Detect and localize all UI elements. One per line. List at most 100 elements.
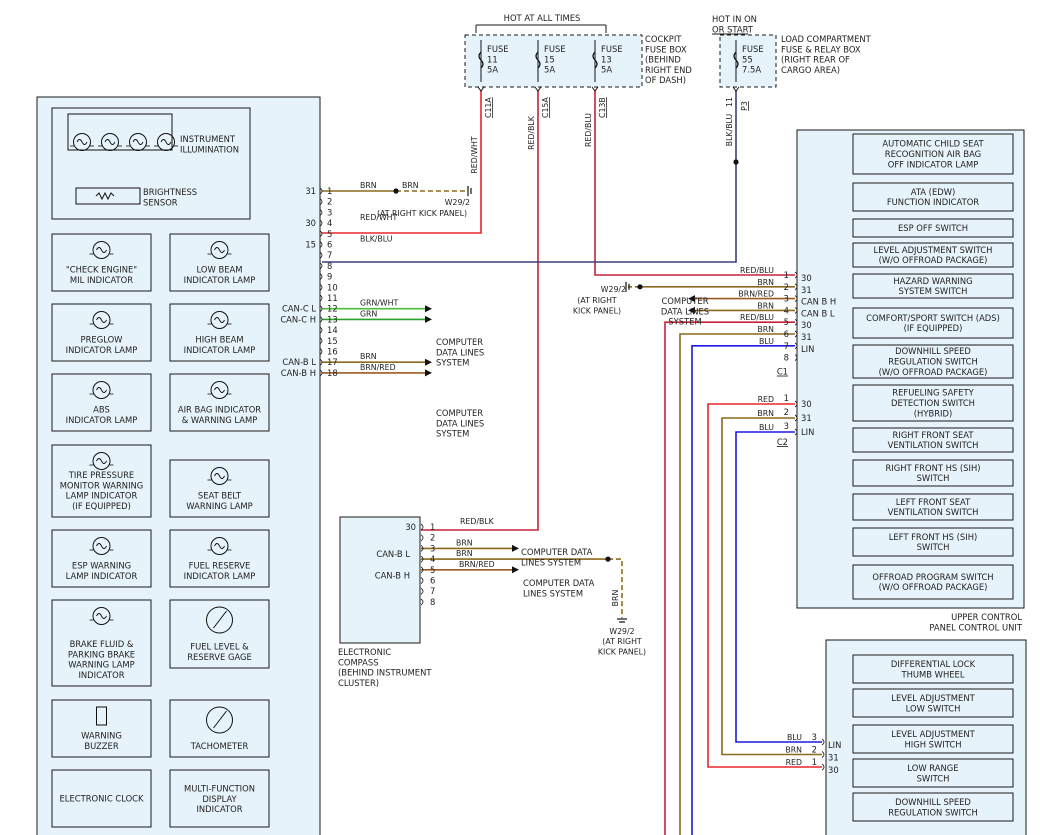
arrow-icon (512, 566, 519, 574)
ground-label: (AT RIGHT (602, 637, 642, 646)
ground-label: W29/2 (609, 627, 634, 636)
pin-number: 6 (784, 329, 789, 339)
terminal-label: CAN-B L (282, 357, 316, 367)
computer-data-lines-label: LINES SYSTEM (523, 588, 583, 598)
bulb-filament (96, 613, 107, 619)
cluster-component-label: TIRE PRESSURE (68, 470, 134, 480)
upper-switch-label: SWITCH (917, 542, 950, 552)
pin-number: 3 (784, 421, 789, 431)
terminal-label: 31 (801, 413, 812, 423)
wire-label: GRN/WHT (360, 299, 398, 308)
resistor-icon (95, 191, 115, 201)
terminal-label: CAN B L (801, 308, 835, 318)
pin-number: 9 (327, 272, 332, 282)
bulb-outline (92, 381, 111, 399)
wire-label: RED/BLU (740, 313, 774, 322)
wire-label: RED/BLK (527, 115, 536, 150)
gauge-needle (213, 710, 227, 729)
bulb-outline (210, 537, 229, 555)
pin-connector (319, 187, 323, 195)
pin-connector (420, 587, 424, 595)
connector-c2-label: C2 (777, 437, 788, 447)
upper-switch-box (852, 242, 1014, 268)
pin-number: 2 (784, 407, 789, 417)
pin-connector (319, 283, 323, 291)
pin-connector (821, 751, 825, 758)
wire-label: BLK/BLU (725, 113, 734, 146)
upper-switch-box (852, 384, 1014, 422)
wire-red (707, 403, 822, 768)
pin-number: 12 (327, 304, 338, 314)
cluster-component-box (169, 303, 270, 362)
wire-label: RED/BLK (460, 517, 495, 526)
pin-number: 5 (430, 565, 435, 575)
pin-number: 2 (812, 745, 817, 755)
cluster-component-box (169, 769, 270, 828)
indicator-bulb-icon (207, 537, 232, 555)
pin-number: 3 (327, 207, 332, 217)
upper-switch-label: DOWNHILL SPEED (895, 346, 971, 356)
pin-number: 1 (784, 270, 789, 280)
fuse-label: 5A (544, 65, 555, 75)
upper-unit-name: PANEL CONTROL UNIT (929, 622, 1023, 632)
wire-label: BLU (759, 423, 774, 432)
wire-brn (679, 333, 795, 835)
cluster-component-box (169, 233, 270, 292)
indicator-bulb-icon (89, 381, 114, 399)
cluster-component-label: "CHECK ENGINE" (66, 265, 137, 275)
indicator-bulb-icon (207, 241, 232, 259)
terminal-label: CAN-B H (375, 571, 410, 581)
wire-brn (608, 558, 623, 618)
cluster-component-label: PREGLOW (81, 335, 123, 345)
pin-label: 11 (725, 97, 734, 107)
load-fuse-box-label: CARGO AREA) (781, 65, 840, 75)
cluster-component-label: MIL INDICATOR (70, 275, 133, 285)
upper-switch-label: (HYBRID) (914, 408, 952, 418)
bulb-outline (210, 381, 229, 399)
cluster-component-label: INDICATOR LAMP (66, 415, 138, 425)
cluster-component-label: LOW BEAM (197, 265, 243, 275)
ground-label: W29/2 (601, 285, 626, 294)
wire-label: BLK/BLU (360, 235, 393, 244)
upper-switch-label: RECOGNITION AIR BAG (885, 149, 981, 159)
pin-number: 1 (784, 393, 789, 403)
wire-red-blu (664, 321, 795, 835)
wire-label: RED/BLU (740, 266, 774, 275)
pin-number: 1 (812, 757, 817, 767)
indicator-bulb-icon (89, 452, 114, 470)
cluster-component-label: LAMP INDICATOR (66, 491, 138, 501)
cluster-component-label: WARNING (81, 731, 122, 741)
upper-switch-label: SYSTEM SWITCH (899, 286, 968, 296)
bulb-filament (76, 139, 88, 145)
pin-connector (319, 316, 323, 323)
wire-blk-blu (322, 91, 737, 263)
cluster-component-label: (IF EQUIPPED) (72, 501, 131, 511)
cluster-component-label: MONITOR WARNING (60, 480, 144, 490)
bulb-filament (214, 317, 225, 323)
pin-connector (420, 577, 424, 584)
bulb-filament (96, 317, 107, 323)
electronic-compass-label: ELECTRONIC (338, 647, 391, 657)
hot-in-on-label: HOT IN ON (712, 14, 757, 24)
computer-data-lines-label: COMPUTER DATA (523, 578, 595, 588)
wire-label: BRN (757, 278, 774, 287)
pin-connector (319, 230, 323, 238)
connector-label: P3 (740, 101, 749, 111)
upper-switch-label: OFF INDICATOR LAMP (888, 159, 979, 169)
fuse-label: 55 (742, 54, 753, 64)
fuse-icon (592, 51, 598, 69)
wire-label: BRN (611, 590, 620, 607)
cluster-component-box (51, 699, 152, 758)
upper-switch-label: (W/O OFFROAD PACKAGE) (879, 367, 988, 377)
cockpit-fuse-box-label: RIGHT END (645, 65, 692, 75)
fuse-label: 11 (487, 54, 498, 64)
bulb-outline (210, 241, 229, 259)
lower-switch-label: LEVEL ADJUSTMENT (891, 693, 975, 703)
pin-number: 11 (327, 293, 338, 303)
computer-data-lines-label: LINES SYSTEM (521, 557, 581, 567)
ground-w29-2-icon (617, 618, 627, 623)
cluster-component-label: WARNING LAMP (186, 501, 252, 511)
upper-switch-label: (W/O OFFROAD PACKAGE) (879, 255, 988, 265)
computer-data-lines-label: COMPUTER (661, 296, 708, 306)
pin-number: 4 (327, 218, 332, 228)
